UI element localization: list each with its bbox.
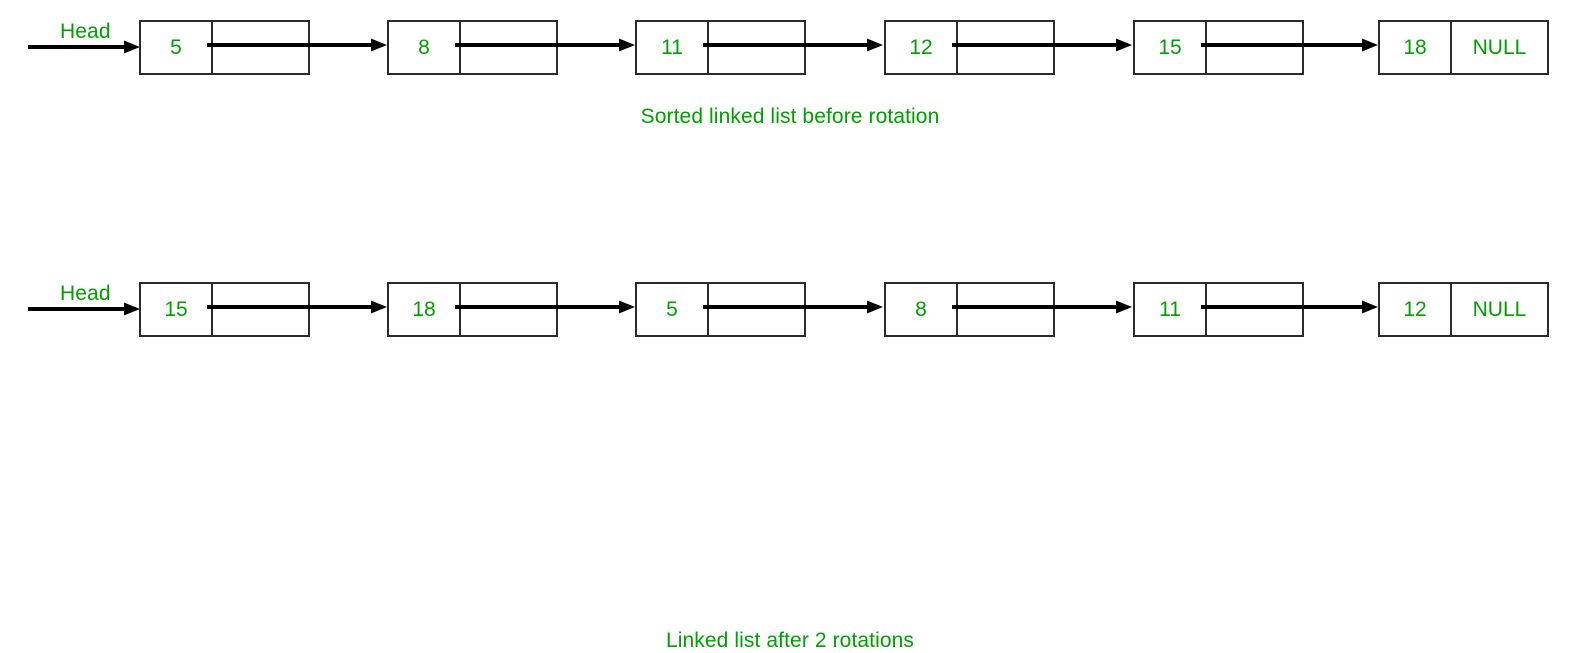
node-value: 11: [1135, 284, 1207, 335]
list-node-tail[interactable]: 12 NULL: [1378, 282, 1549, 337]
node-next-cell: [213, 22, 308, 73]
list-node[interactable]: 8: [884, 282, 1055, 337]
node-next-cell: [709, 284, 804, 335]
node-next-cell: [1207, 284, 1302, 335]
node-value: 18: [1380, 22, 1452, 73]
node-next-cell: [213, 284, 308, 335]
node-next-cell: [461, 284, 556, 335]
list-node[interactable]: 5: [139, 20, 310, 75]
list-node[interactable]: 11: [1133, 282, 1304, 337]
head-pointer-after: Head: [28, 262, 140, 337]
node-value: 12: [1380, 284, 1452, 335]
list-node[interactable]: 5: [635, 282, 806, 337]
node-next-cell: [958, 22, 1053, 73]
list-node[interactable]: 11: [635, 20, 806, 75]
node-next-cell: [958, 284, 1053, 335]
node-value: 15: [141, 284, 213, 335]
list-node[interactable]: 15: [1133, 20, 1304, 75]
head-label: Head: [60, 20, 111, 43]
node-value: 12: [886, 22, 958, 73]
list-node[interactable]: 12: [884, 20, 1055, 75]
list-node[interactable]: 18: [387, 282, 558, 337]
list-node[interactable]: 8: [387, 20, 558, 75]
head-pointer-before: Head: [28, 0, 140, 75]
head-label: Head: [60, 282, 111, 305]
node-value: 8: [389, 22, 461, 73]
caption-before: Sorted linked list before rotation: [640, 105, 940, 128]
node-value: 11: [637, 22, 709, 73]
node-value: 18: [389, 284, 461, 335]
node-next-cell: [1207, 22, 1302, 73]
node-value: 8: [886, 284, 958, 335]
node-next-cell: [461, 22, 556, 73]
node-next-cell: [709, 22, 804, 73]
node-value: 5: [141, 22, 213, 73]
node-value: 15: [1135, 22, 1207, 73]
node-null-cell: NULL: [1472, 35, 1527, 59]
list-node-tail[interactable]: 18 NULL: [1378, 20, 1549, 75]
head-arrow-icon: [28, 40, 140, 54]
list-node[interactable]: 15: [139, 282, 310, 337]
head-arrow-icon: [28, 302, 140, 316]
node-value: 5: [637, 284, 709, 335]
caption-after: Linked list after 2 rotations: [665, 629, 915, 652]
node-null-cell: NULL: [1472, 297, 1527, 321]
